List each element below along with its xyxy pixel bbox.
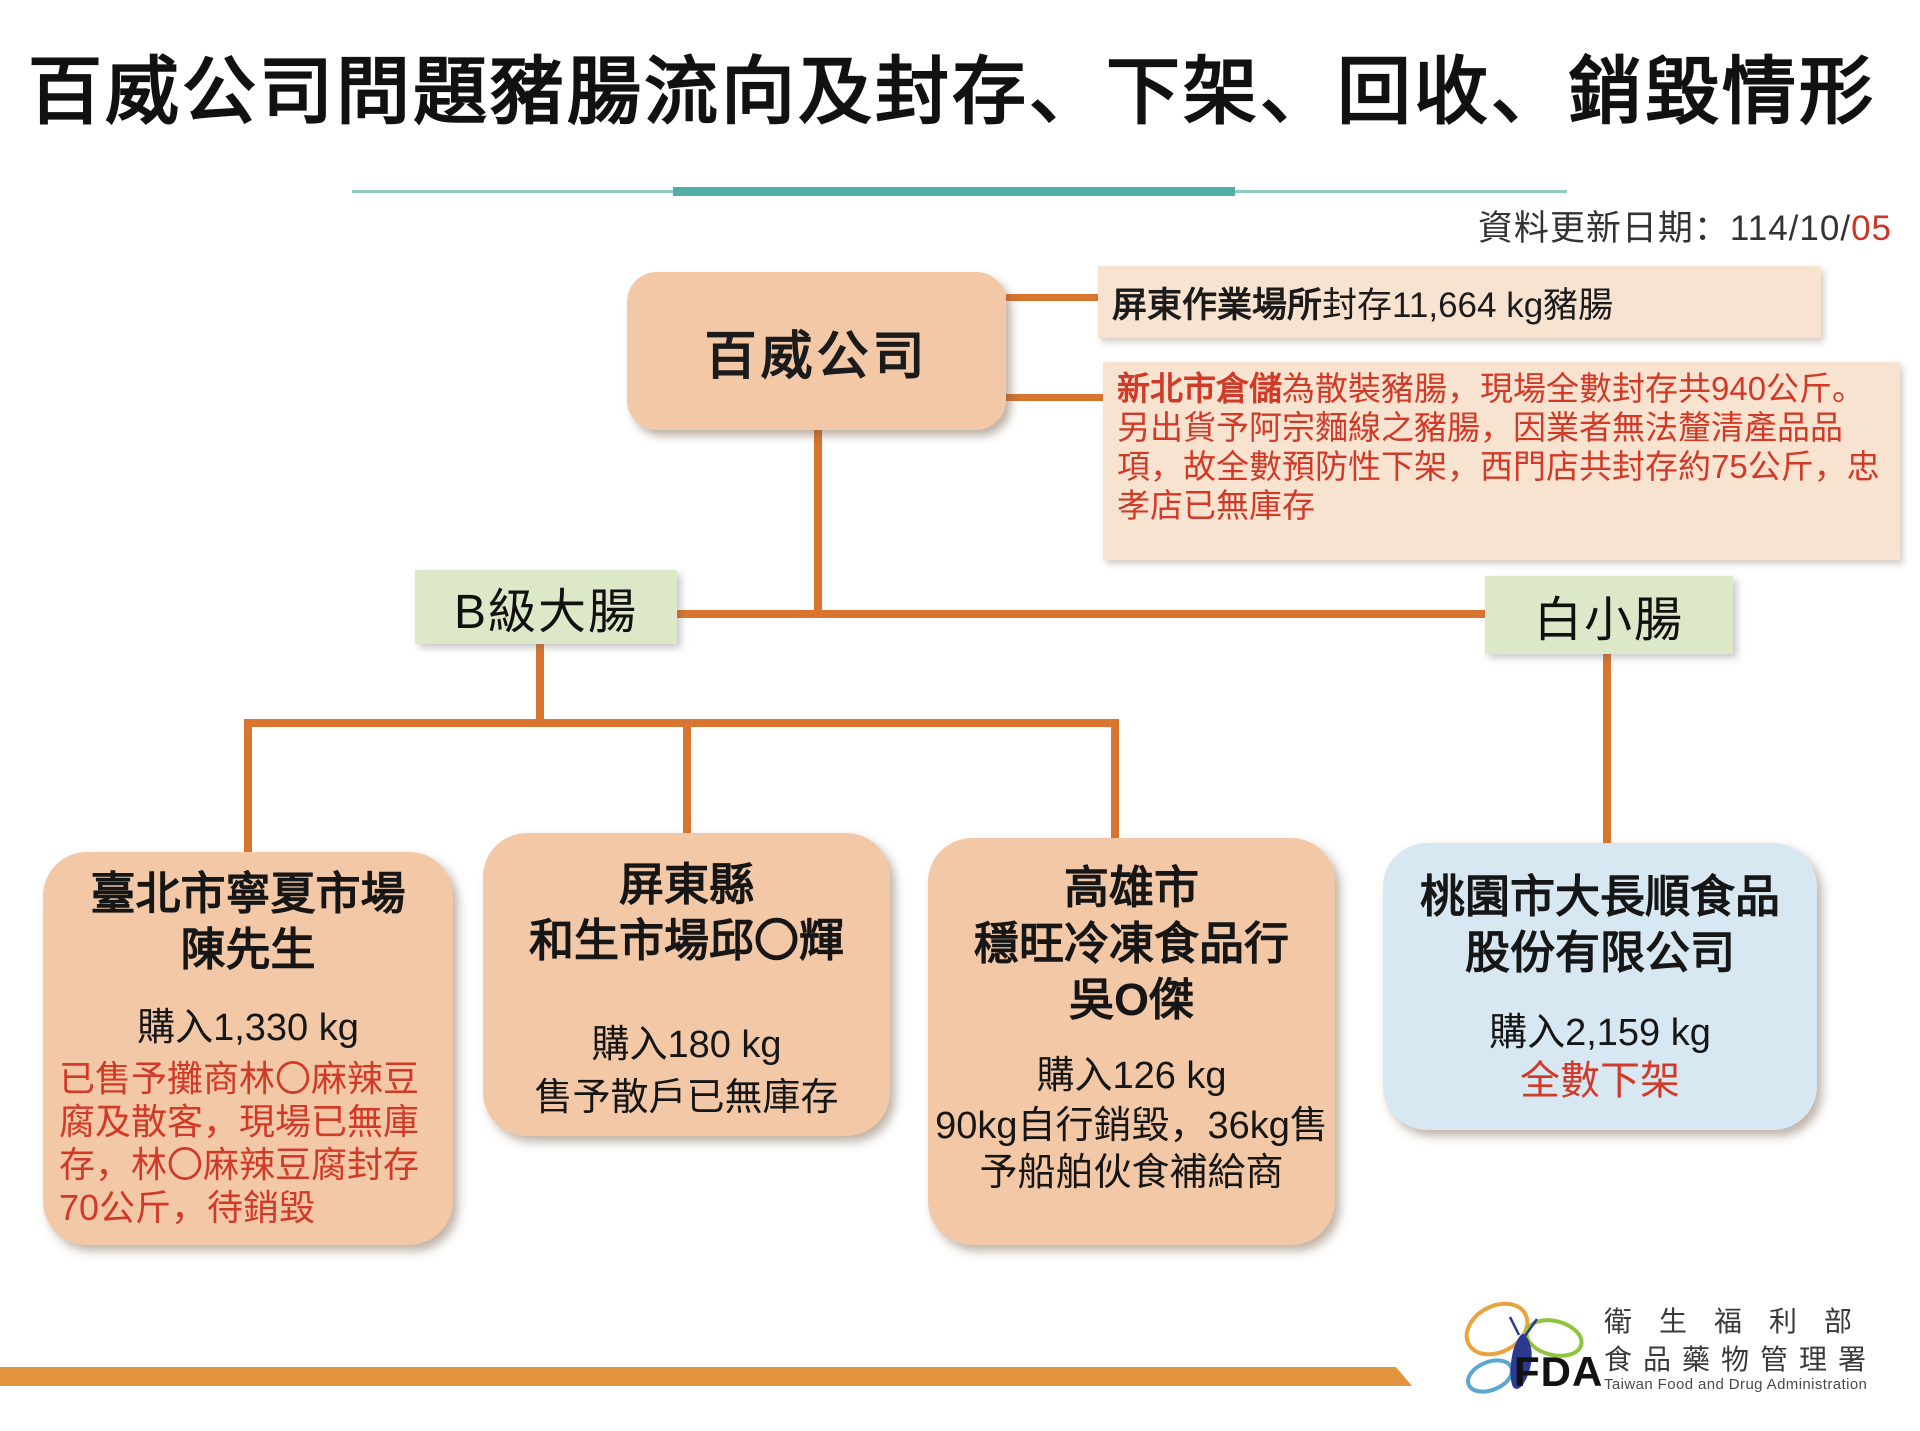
title-divider-thick — [673, 187, 1235, 196]
org-name-zh-line2: 食品藥物管理署 — [1604, 1344, 1878, 1375]
buyer-purchase-amount: 購入2,159 kg — [1489, 1012, 1711, 1054]
buyer-name: 屏東縣 和生市場邱〇輝 — [528, 859, 844, 966]
category-label: 白小腸 — [1533, 594, 1684, 647]
connector-drop-kaohsiung — [1111, 719, 1119, 840]
buyer-status: 售予散戶已無庫存 — [534, 1077, 839, 1119]
category-box-white-small-intestine: 白小腸 — [1485, 576, 1733, 654]
buyer-name: 桃園市大長順食品 股份有限公司 — [1419, 871, 1780, 978]
buyer-status-red: 全數下架 — [1520, 1059, 1680, 1103]
date-day-highlight: 05 — [1851, 209, 1892, 248]
butterfly-icon — [1464, 1301, 1584, 1394]
buyer-name: 高雄市 穩旺冷凍食品行 吳O傑 — [973, 862, 1289, 1025]
buyer-box-pingtung-hesheng-market: 屏東縣 和生市場邱〇輝 購入180 kg 售予散戶已無庫存 — [483, 833, 890, 1136]
bottom-accent-stripe — [0, 1367, 1412, 1386]
buyer-box-taipei-ningxia-market: 臺北市寧夏市場 陳先生 購入1,330 kg 已售予攤商林〇麻辣豆腐及散客，現場… — [43, 852, 453, 1245]
buyer-status: 90kg自行銷毀，36kg售予船舶伙食補給商 — [935, 1105, 1328, 1194]
connector-drop-taoyuan — [1603, 650, 1611, 846]
org-name-zh-line1: 衛生福利部 — [1604, 1306, 1880, 1337]
connector-root-to-pingtung-note — [1006, 294, 1100, 301]
buyer-status-red: 已售予攤商林〇麻辣豆腐及散客，現場已無庫存，林〇麻辣豆腐封存70公斤，待銷毀 — [59, 1058, 420, 1228]
data-update-date: 資料更新日期：114/10/05 — [1478, 200, 1892, 251]
connector-drop-pingtung-market — [683, 723, 691, 835]
note-box-pingtung-worksite: 屏東作業場所封存11,664 kg豬腸 — [1098, 266, 1821, 338]
buyer-box-taoyuan-dachangshun-food: 桃園市大長順食品 股份有限公司 購入2,159 kg 全數下架 — [1383, 843, 1817, 1130]
note-body: 封存11,664 kg豬腸 — [1322, 285, 1614, 325]
note-lead-bold: 新北市倉儲 — [1117, 370, 1282, 407]
connector-bgrade-vertical — [536, 642, 544, 724]
note-text: 新北市倉儲為散裝豬腸，現場全數封存共940公斤。另出貨予阿宗麵線之豬腸，因業者無… — [1117, 369, 1886, 525]
category-box-b-grade-large-intestine: B級大腸 — [415, 570, 677, 644]
buyer-box-kaohsiung-wenwang-frozen-food: 高雄市 穩旺冷凍食品行 吳O傑 購入126 kg 90kg自行銷毀，36kg售予… — [928, 838, 1335, 1245]
connector-drop-taipei — [244, 719, 252, 855]
note-body: 為散裝豬腸，現場全數封存共940公斤。另出貨予阿宗麵線之豬腸，因業者無法釐清產品… — [1117, 370, 1880, 524]
buyer-purchase-amount: 購入126 kg — [1036, 1055, 1227, 1097]
page-title: 百威公司問題豬腸流向及封存、下架、回收、銷毀情形 — [28, 50, 1876, 133]
buyer-purchase-amount: 購入1,330 kg — [137, 1007, 359, 1049]
note-lead-bold: 屏東作業場所 — [1112, 285, 1323, 325]
category-label: B級大腸 — [453, 586, 639, 639]
buyer-purchase-amount: 購入180 kg — [591, 1024, 782, 1066]
date-label: 資料更新日期：114/10/ — [1477, 209, 1852, 248]
fda-wordmark: FDA — [1514, 1348, 1604, 1395]
root-box-label: 百威公司 — [704, 327, 929, 386]
connector-root-to-newtaipei-note — [1006, 394, 1105, 401]
buyer-name: 臺北市寧夏市場 陳先生 — [90, 868, 406, 975]
connector-root-vertical — [814, 428, 822, 618]
root-box-baiwei-company: 百威公司 — [627, 272, 1006, 430]
connector-categories-horizontal — [677, 610, 1485, 618]
note-box-newtaipei-warehouse: 新北市倉儲為散裝豬腸，現場全數封存共940公斤。另出貨予阿宗麵線之豬腸，因業者無… — [1103, 362, 1900, 560]
connector-buyers-horizontal — [244, 719, 1119, 727]
note-text: 屏東作業場所封存11,664 kg豬腸 — [1112, 277, 1613, 328]
org-name-en: Taiwan Food and Drug Administration — [1604, 1376, 1868, 1393]
fda-logo: FDA 衛生福利部 食品藥物管理署 Taiwan Food and Drug A… — [1452, 1296, 1882, 1412]
